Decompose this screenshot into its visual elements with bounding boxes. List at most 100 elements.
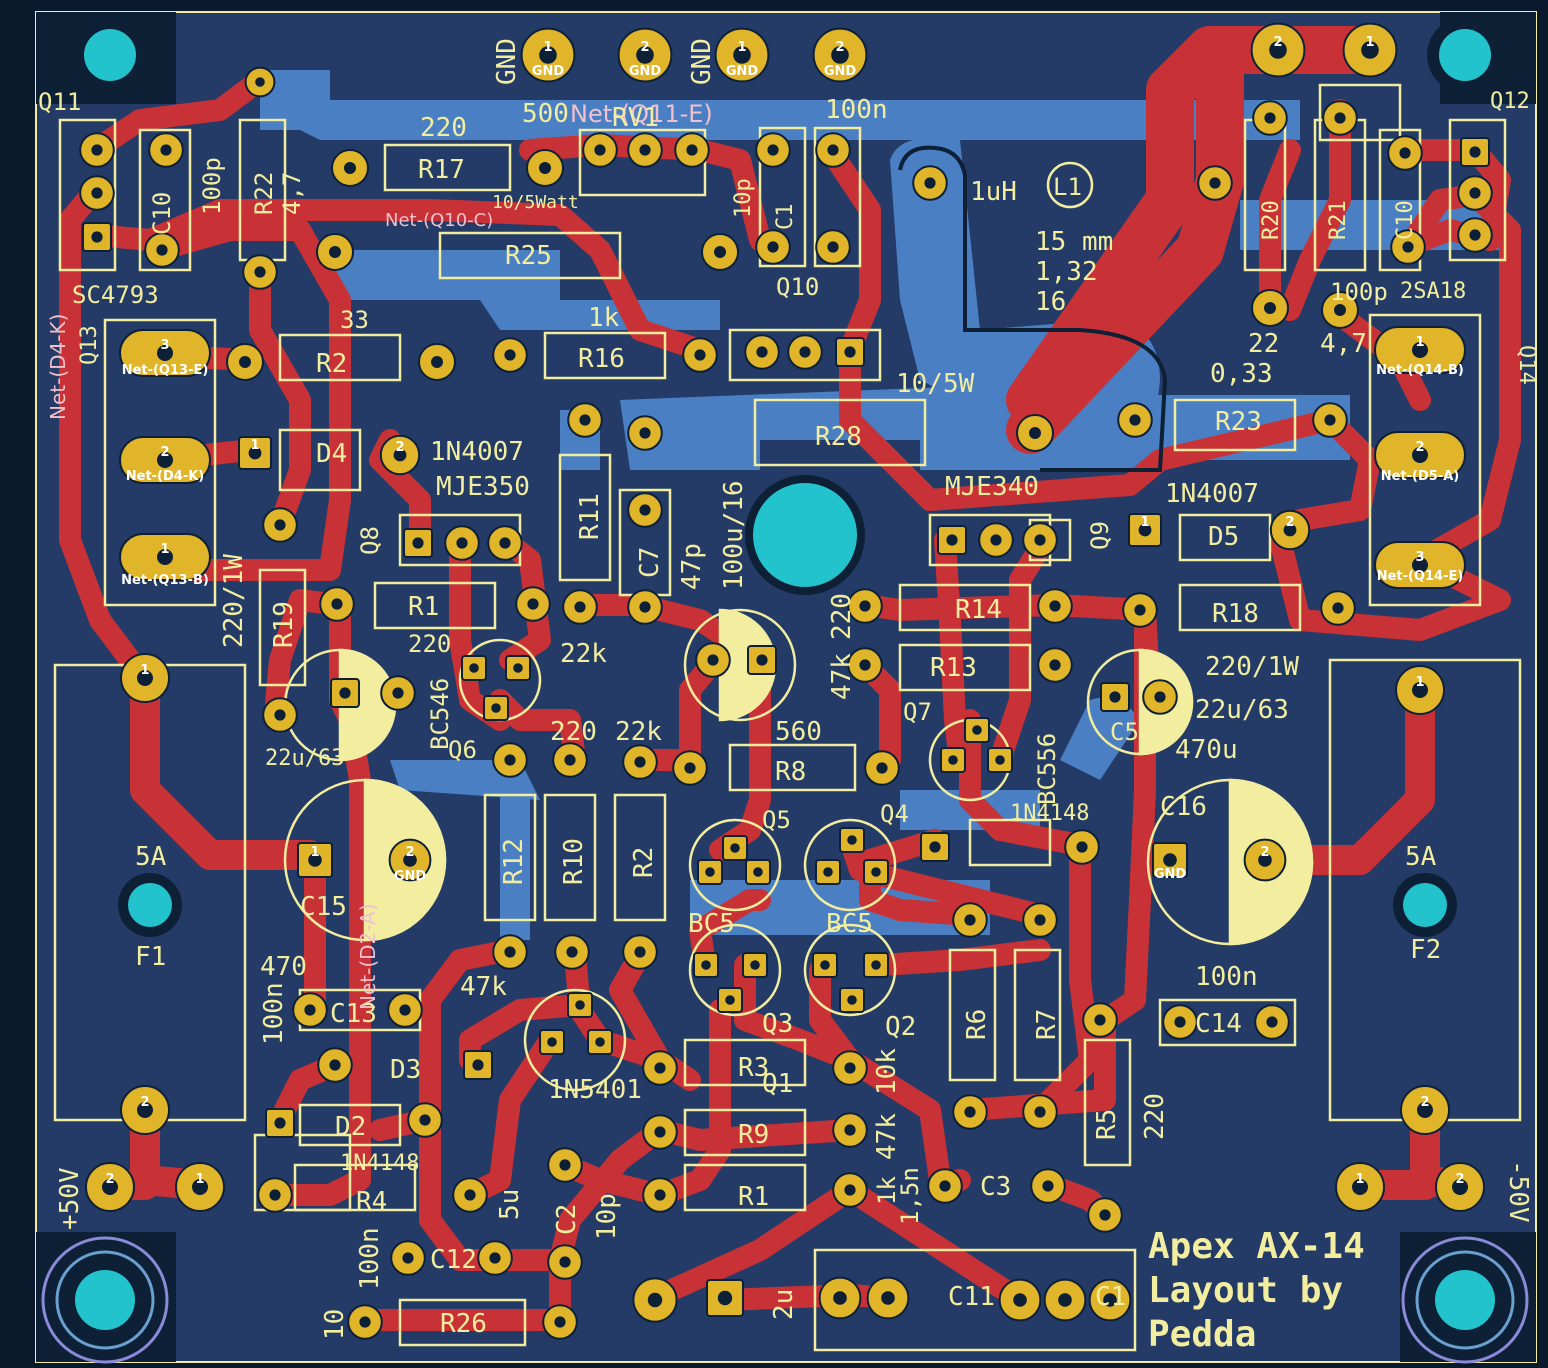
pad[interactable] bbox=[747, 645, 777, 675]
pad[interactable] bbox=[832, 1172, 868, 1208]
pad[interactable] bbox=[587, 1029, 613, 1055]
pad[interactable] bbox=[832, 1112, 868, 1148]
pad[interactable] bbox=[847, 588, 883, 624]
pad[interactable] bbox=[79, 175, 115, 211]
pad[interactable] bbox=[418, 343, 456, 381]
pad[interactable] bbox=[1022, 902, 1058, 938]
pad[interactable] bbox=[642, 1050, 678, 1086]
pad[interactable] bbox=[627, 415, 663, 451]
pad[interactable] bbox=[1142, 679, 1178, 715]
pad[interactable] bbox=[937, 525, 967, 555]
pad[interactable] bbox=[697, 859, 723, 885]
pad[interactable] bbox=[477, 1240, 513, 1276]
pad[interactable] bbox=[1082, 1002, 1118, 1038]
pad[interactable]: 1 bbox=[520, 27, 576, 83]
pad[interactable] bbox=[755, 229, 791, 265]
pad[interactable] bbox=[1088, 1278, 1132, 1322]
pad[interactable] bbox=[79, 132, 115, 168]
pad[interactable] bbox=[1037, 588, 1073, 624]
pad[interactable] bbox=[257, 1177, 293, 1213]
pad[interactable] bbox=[487, 525, 523, 561]
pad[interactable]: 1 bbox=[1342, 22, 1398, 78]
pad[interactable] bbox=[1387, 135, 1423, 171]
pad[interactable] bbox=[319, 586, 355, 622]
pad[interactable]: 3 bbox=[119, 329, 211, 377]
pad[interactable] bbox=[1320, 590, 1356, 626]
pad[interactable] bbox=[547, 1244, 583, 1280]
pad[interactable] bbox=[1087, 1197, 1123, 1233]
pad[interactable] bbox=[912, 165, 948, 201]
pad[interactable] bbox=[998, 1278, 1042, 1322]
pad[interactable] bbox=[674, 132, 710, 168]
pad[interactable] bbox=[380, 675, 416, 711]
pad[interactable] bbox=[815, 229, 851, 265]
pad[interactable] bbox=[552, 742, 588, 778]
pad[interactable] bbox=[1312, 402, 1348, 438]
pad[interactable]: 2 bbox=[1400, 1085, 1450, 1135]
pad[interactable]: 1 bbox=[1128, 513, 1162, 547]
pad[interactable]: 2 bbox=[120, 1085, 170, 1135]
pad[interactable] bbox=[839, 987, 865, 1013]
pad[interactable] bbox=[864, 750, 900, 786]
pad[interactable] bbox=[1197, 165, 1233, 201]
pad[interactable] bbox=[815, 859, 841, 885]
pad[interactable] bbox=[265, 1108, 295, 1138]
pad[interactable] bbox=[745, 859, 771, 885]
pad[interactable] bbox=[1037, 647, 1073, 683]
pad[interactable]: 2 bbox=[1269, 509, 1311, 551]
pad[interactable] bbox=[1022, 1094, 1058, 1130]
pad[interactable] bbox=[387, 992, 423, 1028]
pad[interactable] bbox=[547, 1147, 583, 1183]
pad[interactable]: 1 bbox=[175, 1162, 225, 1212]
pad[interactable]: 1 bbox=[119, 533, 211, 581]
pad[interactable] bbox=[492, 337, 528, 373]
pad[interactable] bbox=[582, 132, 618, 168]
pad[interactable] bbox=[1457, 217, 1493, 253]
pad[interactable]: 2 bbox=[1243, 838, 1287, 882]
pad[interactable] bbox=[627, 492, 663, 528]
pad[interactable] bbox=[144, 232, 180, 268]
pad[interactable] bbox=[1254, 1004, 1290, 1040]
pad[interactable] bbox=[952, 902, 988, 938]
pad[interactable]: 1 bbox=[238, 436, 272, 470]
pad[interactable] bbox=[492, 742, 528, 778]
pad[interactable] bbox=[407, 1102, 443, 1138]
pad[interactable] bbox=[461, 655, 487, 681]
pad[interactable] bbox=[818, 1276, 862, 1320]
pad[interactable]: 1 bbox=[714, 27, 770, 83]
pad[interactable] bbox=[1043, 1278, 1087, 1322]
pad[interactable]: 2 bbox=[812, 27, 868, 83]
pad[interactable]: 1 bbox=[297, 842, 333, 878]
pad[interactable] bbox=[622, 744, 658, 780]
pad[interactable] bbox=[1390, 229, 1426, 265]
pad[interactable] bbox=[1457, 175, 1493, 211]
pad[interactable] bbox=[1030, 1168, 1066, 1204]
pad[interactable] bbox=[987, 747, 1013, 773]
pad[interactable] bbox=[452, 1177, 488, 1213]
pad[interactable] bbox=[672, 750, 708, 786]
pad[interactable] bbox=[1460, 137, 1490, 167]
pad[interactable] bbox=[483, 695, 509, 721]
pad[interactable] bbox=[1117, 402, 1153, 438]
pad[interactable] bbox=[642, 1114, 678, 1150]
pad[interactable] bbox=[755, 132, 791, 168]
pad[interactable] bbox=[1162, 1004, 1198, 1040]
pad[interactable] bbox=[701, 233, 739, 271]
pad[interactable] bbox=[1100, 682, 1130, 712]
pad[interactable] bbox=[847, 647, 883, 683]
pad[interactable] bbox=[717, 987, 743, 1013]
pad[interactable] bbox=[866, 1276, 910, 1320]
pad[interactable] bbox=[515, 586, 551, 622]
pad[interactable] bbox=[706, 1279, 744, 1317]
pad[interactable] bbox=[226, 343, 264, 381]
pad[interactable]: 1 bbox=[120, 653, 170, 703]
pad[interactable] bbox=[316, 233, 354, 271]
pad[interactable] bbox=[839, 827, 865, 853]
pad[interactable] bbox=[1122, 592, 1158, 628]
pad[interactable] bbox=[693, 952, 719, 978]
pad[interactable] bbox=[244, 66, 276, 98]
pad[interactable] bbox=[863, 952, 889, 978]
pad[interactable]: 3 bbox=[1374, 541, 1466, 589]
pad[interactable] bbox=[978, 522, 1014, 558]
